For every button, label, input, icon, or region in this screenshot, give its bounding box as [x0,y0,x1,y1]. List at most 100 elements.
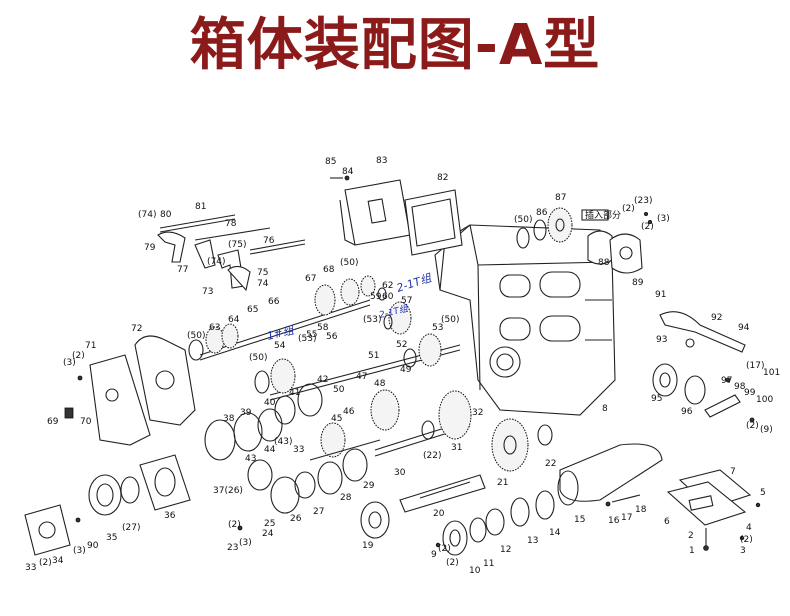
part-label: 83 [376,156,387,166]
part-label: 71 [85,341,96,351]
part-label: 67 [305,274,316,284]
part-label: 3 [740,546,746,556]
part-label: (43) [274,437,292,447]
part-label: 18 [635,505,647,515]
part-label: 16 [608,516,620,526]
part-label: (27) [122,523,140,533]
part-label: 74 [257,279,269,289]
part-label: 12 [500,545,511,555]
part-label: 47 [356,372,367,382]
bottom-right-cover [666,469,761,551]
part-label: 55 [306,330,317,340]
part-label: 82 [437,173,448,183]
part-label: 26 [290,514,302,524]
part-label: 86 [536,208,548,218]
part-label: 100 [756,395,773,405]
part-label: (2) [746,421,759,431]
part-label: 27 [313,507,324,517]
part-label: 75 [257,268,268,278]
part-label: 5 [760,488,766,498]
part-label: 96 [681,407,693,417]
part-label: 65 [247,305,258,315]
part-label: 81 [195,202,206,212]
part-label: 77 [177,265,188,275]
part-label: (23) [634,196,652,206]
part-label: 42 [317,375,328,385]
part-label: 62 [382,281,393,291]
part-label: 1 [689,546,695,556]
part-label: 68 [323,265,335,275]
part-label: 66 [268,297,280,307]
part-label: 2 [688,531,694,541]
part-label: 45 [331,414,342,424]
part-label: (3) [239,538,252,548]
part-label: (50) [187,331,205,341]
part-label: (2) [438,544,451,554]
part-label: (74) [207,257,225,267]
part-label: 98 [734,382,746,392]
part-label: 38 [223,414,235,424]
part-label: (50) [514,215,532,225]
part-label: 8 [602,404,608,414]
part-label: (2) [72,351,85,361]
insert-tag: 插入部分 [585,209,621,221]
part-label: 35 [106,533,117,543]
part-label: 31 [451,443,462,453]
part-label: 25 [264,519,275,529]
part-label: 7 [730,467,736,477]
part-label: (9) [760,425,773,435]
part-label: 76 [263,236,275,246]
part-label: (22) [423,451,441,461]
part-label: 49 [400,365,412,375]
part-label: 17 [621,513,632,523]
part-label: 48 [374,379,386,389]
part-label: (2) [39,558,52,568]
part-label: 29 [363,481,375,491]
part-label: 85 [325,157,336,167]
part-label: 19 [362,541,374,551]
part-label: (3) [63,358,76,368]
part-label: 53 [432,323,443,333]
part-label: 59 [370,292,382,302]
left-covers [24,335,283,556]
part-label: (50) [340,258,358,268]
part-label: 28 [340,493,352,503]
gearbox-housing [434,224,616,416]
lower-middle-rings [237,448,390,539]
lower-shaft-gears [309,389,553,513]
upper-shaft-gears [188,275,412,361]
part-label: 22 [545,459,556,469]
part-label: (3) [73,546,86,556]
part-label: 4 [746,523,752,533]
part-label: 11 [483,559,494,569]
part-label: (17) [746,361,764,371]
part-label: 89 [632,278,644,288]
part-label: 84 [342,167,354,177]
handwritten-note-2: 1#组 [266,323,297,342]
part-label: (2) [446,558,459,568]
part-label: 73 [202,287,213,297]
part-label: 101 [763,368,780,378]
part-label: 88 [598,258,610,268]
part-label: (74) [138,210,156,220]
part-label: (75) [228,240,246,250]
diagram-title: 箱体装配图-A型 [189,13,601,78]
part-label: 90 [87,541,99,551]
part-label: 95 [651,394,662,404]
part-label: 40 [264,398,276,408]
shift-fork-assembly [157,214,306,292]
part-label: 64 [228,315,240,325]
part-label: 56 [326,332,338,342]
part-label: 63 [209,323,220,333]
part-label: 13 [527,536,538,546]
top-covers [330,175,463,256]
part-label: 57 [401,296,412,306]
part-label: 43 [245,454,256,464]
part-label: 34 [52,556,64,566]
part-label: 30 [394,468,406,478]
part-label: (53) [363,315,381,325]
part-label: 72 [131,324,142,334]
part-label: 33 [25,563,36,573]
part-label: 9 [431,550,437,560]
part-label: 91 [655,290,666,300]
